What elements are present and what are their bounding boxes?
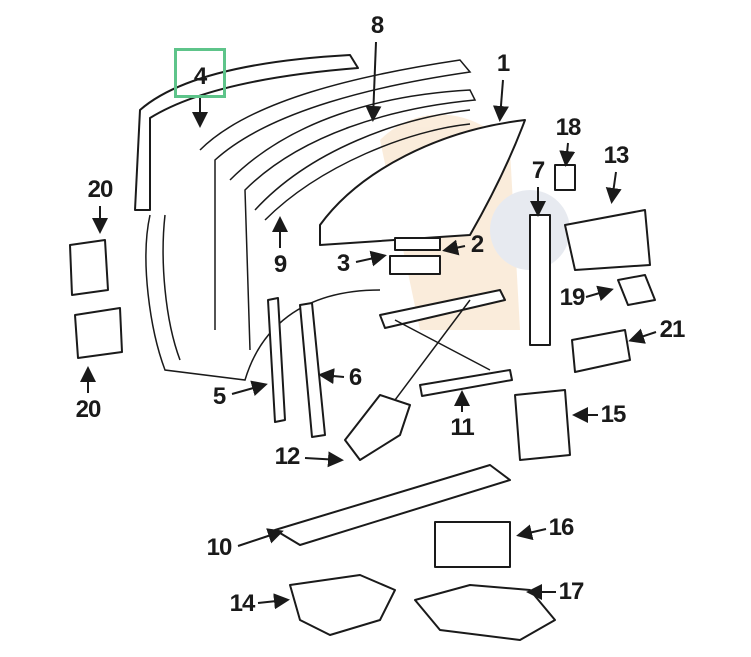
callout-5[interactable]: 5: [212, 383, 226, 410]
callout-11[interactable]: 11: [450, 414, 474, 441]
callout-1[interactable]: 1: [496, 50, 510, 77]
window-glass: [319, 119, 526, 246]
callout-18[interactable]: 18: [555, 114, 582, 141]
callout-16[interactable]: 16: [548, 514, 575, 541]
callout-20-upper[interactable]: 20: [87, 176, 114, 203]
lower-sash: [274, 464, 511, 546]
callout-8[interactable]: 8: [370, 12, 384, 39]
highlight-box-callout-4: [174, 48, 226, 98]
callout-12[interactable]: 12: [274, 443, 301, 470]
callout-10[interactable]: 10: [206, 534, 233, 561]
callout-7[interactable]: 7: [531, 157, 545, 184]
door-frame: [134, 54, 477, 381]
handles-and-locks: [289, 164, 656, 641]
callout-17[interactable]: 17: [558, 578, 585, 605]
callout-4[interactable]: 4: [193, 63, 207, 90]
callout-13[interactable]: 13: [603, 142, 630, 169]
callout-20-lower[interactable]: 20: [75, 396, 102, 423]
callout-9[interactable]: 9: [273, 251, 287, 278]
callout-6[interactable]: 6: [348, 364, 362, 391]
callout-14[interactable]: 14: [229, 590, 256, 617]
callout-15[interactable]: 15: [600, 401, 627, 428]
callout-3[interactable]: 3: [336, 250, 350, 277]
callout-arrows: [80, 41, 657, 610]
callout-19[interactable]: 19: [559, 284, 586, 311]
window-regulator: [344, 289, 513, 461]
callout-2[interactable]: 2: [470, 231, 484, 258]
hinges: [69, 239, 123, 359]
sash-channels: [389, 237, 441, 275]
callout-21[interactable]: 21: [659, 316, 686, 343]
front-channels: [267, 297, 326, 438]
rear-run-channel: [529, 214, 551, 346]
